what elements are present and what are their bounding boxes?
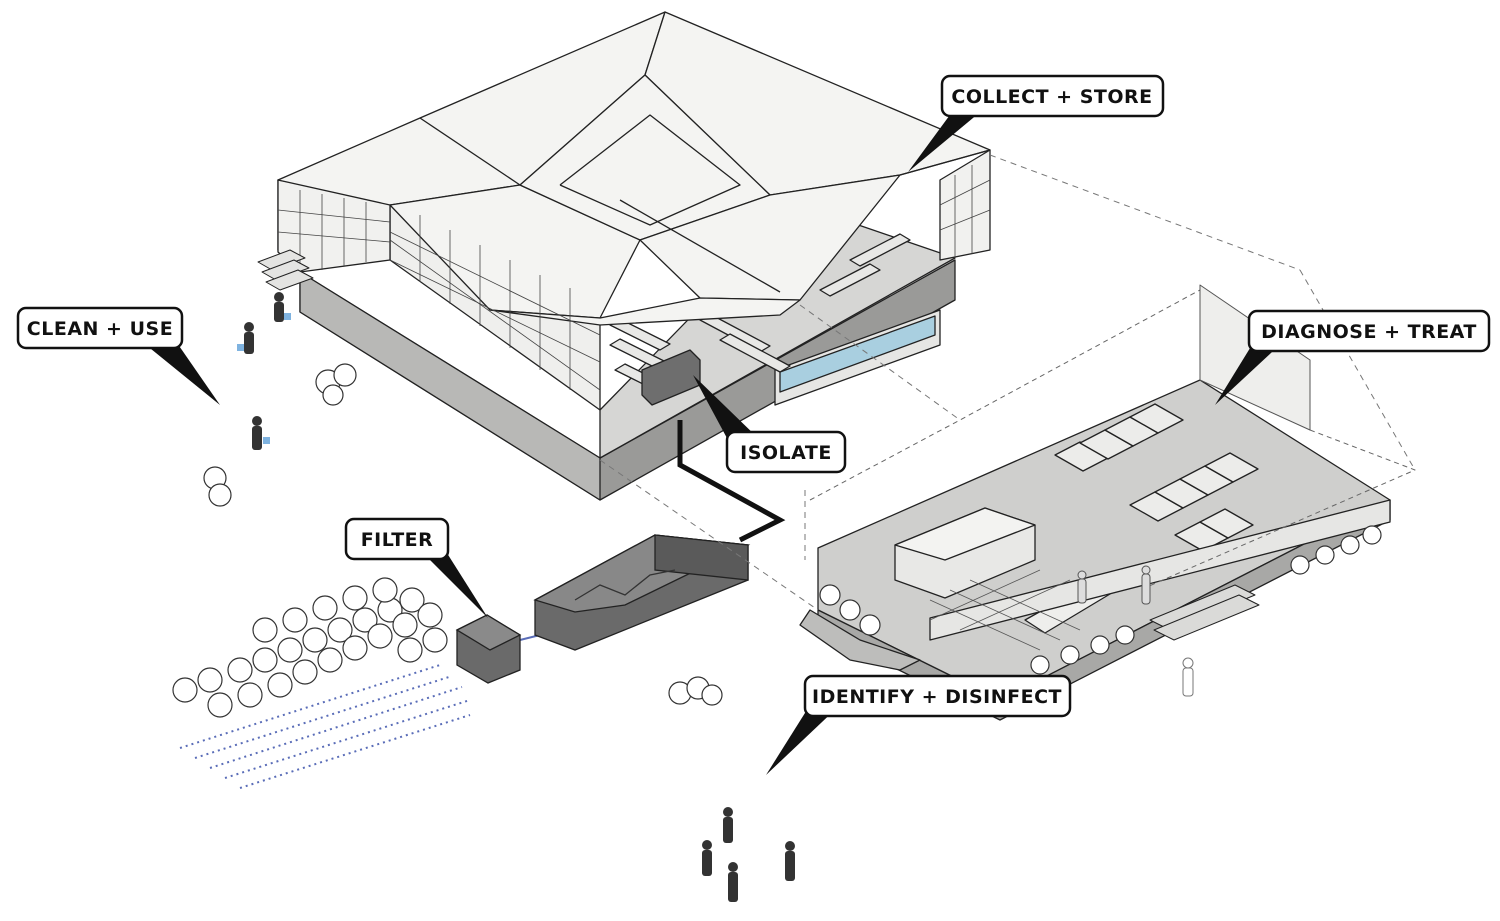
callout-isolate: ISOLATE <box>693 375 847 474</box>
storage-tanks <box>533 534 751 651</box>
callout-diagnose-treat-label: DIAGNOSE + TREAT <box>1261 321 1477 343</box>
treatment-platform <box>799 284 1416 721</box>
callout-collect-store-label: COLLECT + STORE <box>951 86 1152 108</box>
main-building <box>257 11 991 501</box>
people <box>237 292 1194 902</box>
facade-grid <box>277 165 991 391</box>
callout-filter-label: FILTER <box>361 529 434 551</box>
callout-clean-use: CLEAN + USE <box>16 306 220 405</box>
callout-identify-disinfect: IDENTIFY + DISINFECT <box>766 674 1072 775</box>
person-carrying-bucket <box>274 292 291 322</box>
facade-wall-right <box>939 149 991 261</box>
treatment-beds <box>1054 403 1259 552</box>
projection-lines <box>599 154 1416 611</box>
irrigation-rows <box>179 664 471 789</box>
callout-filter: FILTER <box>344 517 488 618</box>
callout-clean-use-label: CLEAN + USE <box>27 318 173 340</box>
platform-stairs <box>1149 584 1260 641</box>
drain-pipe <box>677 420 786 543</box>
entry-stairs <box>257 249 314 291</box>
callout-isolate-label: ISOLATE <box>740 442 832 464</box>
callout-collect-store: COLLECT + STORE <box>908 74 1165 172</box>
folded-roof <box>277 11 991 326</box>
plants <box>172 363 1382 718</box>
filter-box <box>455 614 522 684</box>
callout-identify-disinfect-label: IDENTIFY + DISINFECT <box>812 686 1062 708</box>
callout-diagnose-treat: DIAGNOSE + TREAT <box>1215 309 1491 405</box>
